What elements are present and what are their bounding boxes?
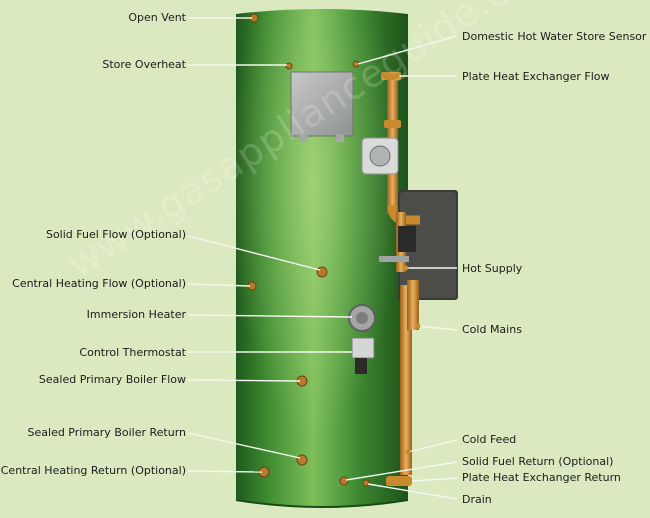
label-cold-mains: Cold Mains bbox=[462, 323, 522, 336]
label-control-thermostat: Control Thermostat bbox=[79, 346, 186, 359]
label-central-heating-flow: Central Heating Flow (Optional) bbox=[12, 277, 186, 290]
controls-box bbox=[290, 71, 354, 142]
label-solid-fuel-flow: Solid Fuel Flow (Optional) bbox=[45, 228, 186, 241]
label-dhw-store-sensor: Domestic Hot Water Store Sensor bbox=[462, 30, 647, 43]
pump-assembly bbox=[361, 137, 416, 262]
leader-lines-right bbox=[345, 35, 458, 500]
cylinder-body bbox=[235, 9, 409, 508]
label-central-heating-return: Central Heating Return (Optional) bbox=[0, 464, 186, 477]
label-plate-heat-exchanger-return: Plate Heat Exchanger Return bbox=[462, 471, 621, 484]
label-hot-supply: Hot Supply bbox=[462, 262, 523, 275]
leader-markers bbox=[394, 73, 421, 455]
label-sealed-primary-boiler-return: Sealed Primary Boiler Return bbox=[27, 426, 186, 439]
leader-lines-left bbox=[187, 17, 353, 473]
label-drain: Drain bbox=[462, 493, 492, 506]
label-open-vent: Open Vent bbox=[128, 11, 186, 24]
control-thermostat bbox=[351, 337, 375, 374]
label-sealed-primary-boiler-flow: Sealed Primary Boiler Flow bbox=[38, 373, 186, 386]
label-store-overheat: Store Overheat bbox=[102, 58, 186, 71]
label-plate-heat-exchanger-flow: Plate Heat Exchanger Flow bbox=[462, 70, 610, 83]
immersion-heater bbox=[348, 304, 376, 332]
label-cold-feed: Cold Feed bbox=[462, 433, 517, 446]
label-immersion-heater: Immersion Heater bbox=[86, 308, 186, 321]
label-solid-fuel-return: Solid Fuel Return (Optional) bbox=[462, 455, 614, 468]
